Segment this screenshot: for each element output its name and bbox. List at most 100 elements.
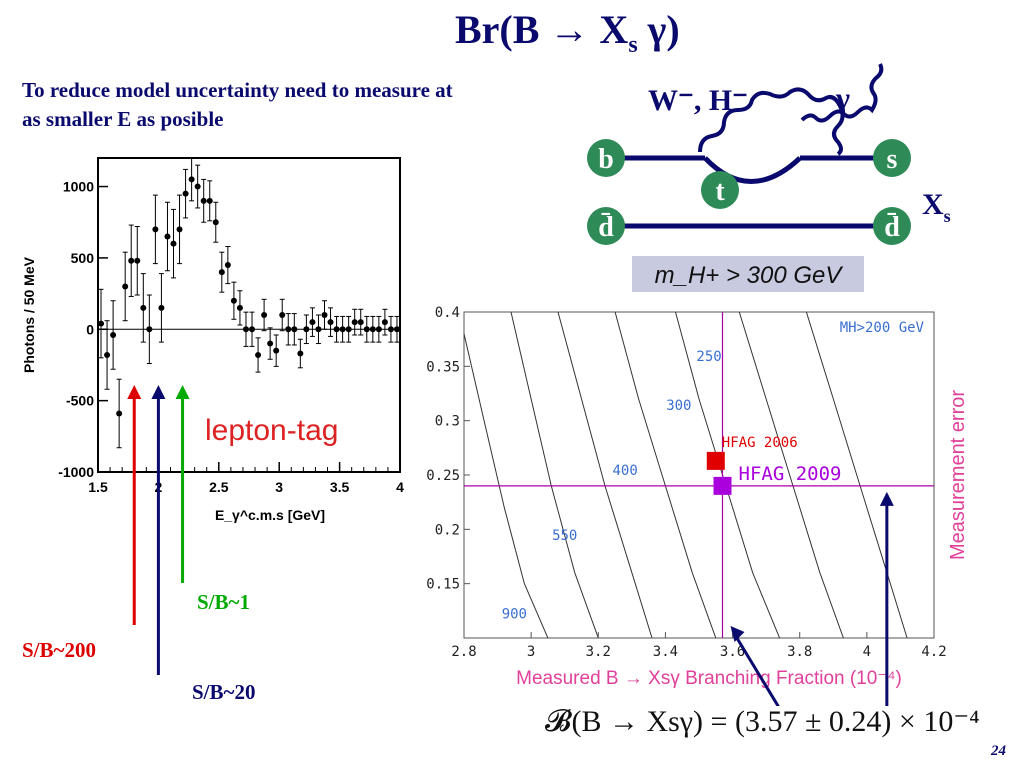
data-point <box>164 233 171 240</box>
data-point <box>339 326 346 333</box>
data-point <box>291 326 298 333</box>
x-tick-label: 4 <box>863 644 871 660</box>
data-point <box>134 257 141 264</box>
data-point <box>273 347 280 354</box>
y-axis-label: Photons / 50 MeV <box>21 256 37 373</box>
x-tick-label: 3.2 <box>586 644 611 660</box>
annotation-lepton-tag: lepton-tag <box>205 414 338 447</box>
contour-curve <box>463 333 549 639</box>
data-point <box>351 319 358 326</box>
data-point <box>285 326 292 333</box>
data-point <box>170 240 177 247</box>
data-point <box>363 326 370 333</box>
quark-s: s <box>873 139 911 177</box>
svg-text:d̄: d̄ <box>884 212 900 243</box>
data-point <box>255 351 262 358</box>
data-point <box>218 269 225 276</box>
boson-label: W⁻, H⁻ <box>648 84 748 117</box>
y-tick-label: 0.25 <box>426 468 460 484</box>
data-point <box>188 176 195 183</box>
data-point <box>333 326 340 333</box>
label-hfag-2006: HFAG 2006 <box>722 435 798 451</box>
data-point <box>176 226 183 233</box>
sb-label-20: S/B~20 <box>192 680 256 704</box>
x-tick-label: 4.2 <box>921 644 946 660</box>
data-point <box>152 226 159 233</box>
svg-text:d̄: d̄ <box>598 212 614 243</box>
data-point <box>194 183 201 190</box>
x-tick-label: 3 <box>275 479 283 495</box>
contour-label: 300 <box>666 398 691 414</box>
x-tick-label: 3.6 <box>720 644 745 660</box>
result-formula: 𝓑(B → Xsγ) = (3.57 ± 0.24) × 10⁻⁴ <box>545 705 980 738</box>
y-tick-label: 0.35 <box>426 359 460 375</box>
data-point <box>158 304 165 311</box>
slide-number: 24 <box>991 743 1006 759</box>
x-axis-label: E_γ^c.m.s [GeV] <box>215 507 325 523</box>
data-point <box>345 326 352 333</box>
data-point <box>249 326 256 333</box>
y-tick-label: 500 <box>71 250 95 266</box>
y-tick-label: 1000 <box>63 179 94 195</box>
sb-label-200: S/B~200 <box>22 638 96 662</box>
data-point <box>140 304 147 311</box>
sb-label-1: S/B~1 <box>197 590 250 614</box>
photon-label: γ <box>835 82 850 115</box>
plot-frame <box>97 157 401 473</box>
x-tick-label: 2 <box>155 479 163 495</box>
point-hfag-2006 <box>706 451 725 470</box>
slide-subtitle: To reduce model uncertainty need to meas… <box>22 78 453 132</box>
data-point <box>381 319 388 326</box>
data-point <box>279 312 286 318</box>
data-point <box>297 350 304 357</box>
svg-text:t: t <box>715 176 725 207</box>
point-hfag-2009 <box>713 476 732 495</box>
top-loop <box>703 156 802 184</box>
data-point <box>122 283 129 290</box>
xs-label: Xs <box>922 188 951 226</box>
data-point <box>321 312 328 318</box>
data-point <box>200 197 207 204</box>
data-point <box>315 326 322 333</box>
data-point <box>110 331 117 338</box>
data-point <box>357 319 364 326</box>
mass-limit: m_H+ > 300 GeV <box>655 262 844 289</box>
data-point <box>104 351 111 358</box>
arrow-to-x <box>733 633 780 706</box>
data-point <box>261 312 268 318</box>
data-point <box>98 320 105 327</box>
data-point <box>369 326 376 333</box>
y-tick-label: 0.15 <box>426 577 460 593</box>
feynman-diagram: b s t d̄ d̄ W⁻, H⁻ γ Xs m_H+ > 300 GeV <box>587 63 951 292</box>
x-tick-label: 2.8 <box>451 644 476 660</box>
x-tick-label: 1.5 <box>88 479 108 495</box>
quark-b: b <box>587 139 625 177</box>
data-point <box>267 340 274 347</box>
data-point <box>224 262 231 269</box>
quark-dbar-left: d̄ <box>587 207 625 245</box>
boson-line <box>698 87 845 156</box>
data-point <box>116 410 123 417</box>
label-hfag-2009: HFAG 2009 <box>739 463 842 485</box>
data-point <box>182 190 189 197</box>
data-point <box>230 297 237 304</box>
x-tick-label: 2.5 <box>209 479 229 495</box>
data-point <box>206 197 213 204</box>
quark-t: t <box>701 171 739 209</box>
photon-line <box>800 63 884 123</box>
x-tick-label: 3.4 <box>653 644 678 660</box>
y-axis-label: Measurement error <box>947 390 969 560</box>
x-tick-label: 3 <box>527 644 535 660</box>
x-axis-label: Measured B → Xsγ Branching Fraction (10⁻… <box>516 668 902 689</box>
arrow-to-x-head <box>730 626 745 642</box>
plot-frame <box>463 311 935 639</box>
contour-label: 250 <box>696 349 721 365</box>
data-point <box>327 319 334 326</box>
svg-text:b: b <box>598 144 614 175</box>
data-point <box>387 326 394 333</box>
x-tick-label: 3.5 <box>330 479 350 495</box>
y-tick-label: -1000 <box>58 464 94 480</box>
data-point <box>236 304 243 311</box>
quark-dbar-right: d̄ <box>873 207 911 245</box>
